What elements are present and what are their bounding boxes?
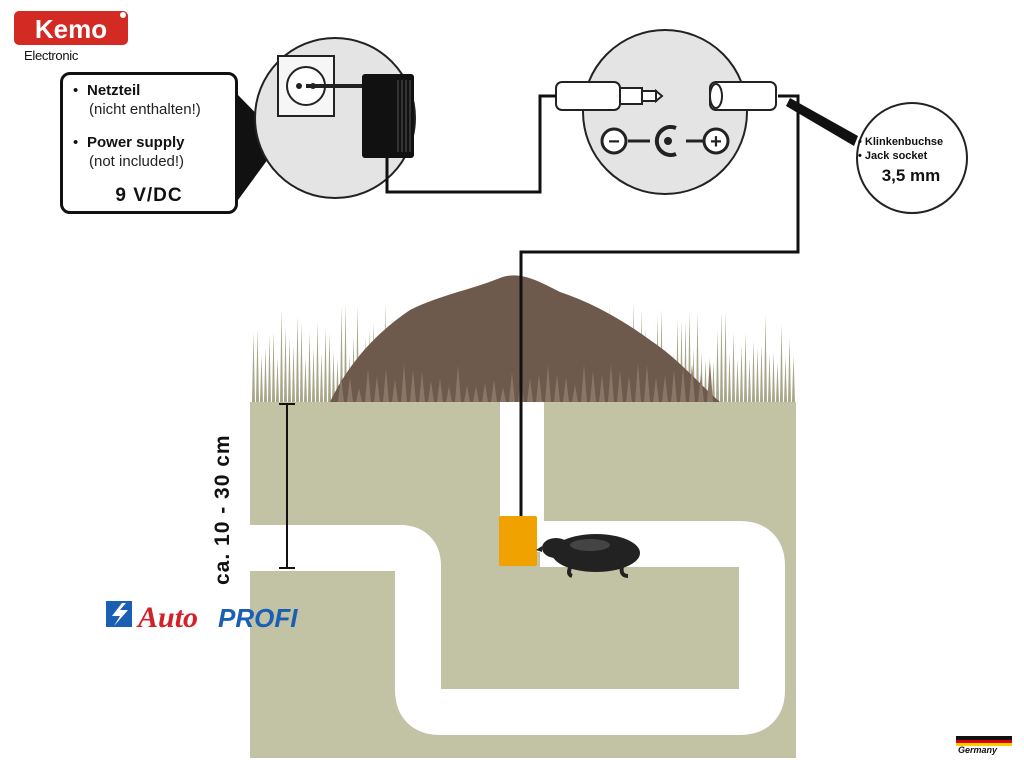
- country-label: Germany: [958, 745, 998, 755]
- germany-flag-icon: [956, 736, 1012, 746]
- mole-repeller-device: [499, 516, 537, 566]
- minus-label: −: [608, 131, 620, 153]
- minus-icon: [600, 127, 628, 155]
- device-cable: [519, 94, 800, 518]
- jack-label-circle: [856, 102, 968, 214]
- power-supply-callout: •Netzteil (nicht enthalten!) •Power supp…: [60, 72, 238, 214]
- lightning-icon: [112, 603, 128, 626]
- jack-pointer: [786, 98, 858, 146]
- depth-label: ca. 10 - 30 cm: [211, 434, 234, 585]
- callout-item-netzteil: •Netzteil (nicht enthalten!): [73, 82, 201, 118]
- mole-tunnel: [250, 521, 785, 735]
- brand-subtitle: Electronic: [24, 48, 79, 63]
- jack-connector-circle: − +: [555, 29, 777, 195]
- polarity-symbol: − +: [600, 125, 730, 157]
- jack-label: • Klinkenbuchse • Jack socket 3,5 mm: [856, 135, 966, 186]
- power-cable: [385, 94, 556, 194]
- kemo-logo: Kemo: [12, 9, 130, 47]
- callout-note-de: (nicht enthalten!): [89, 101, 201, 118]
- center-positive-icon: [654, 125, 677, 157]
- depth-indicator: [279, 403, 295, 569]
- voltage-label: 9 V/DC: [115, 185, 183, 206]
- plus-icon: [702, 127, 730, 155]
- callout-title-en: Power supply: [87, 134, 185, 151]
- molehill: [330, 275, 720, 402]
- watermark-part1: Auto: [136, 601, 198, 634]
- watermark-part2: PROFI: [218, 603, 298, 633]
- jack-plug-icon: [555, 81, 621, 111]
- callout-title-de: Netzteil: [87, 82, 141, 99]
- callout-item-power-supply: •Power supply (not included!): [73, 134, 185, 170]
- power-adapter-icon: [362, 74, 414, 158]
- plus-label: +: [710, 131, 722, 153]
- autoprofi-watermark: Auto PROFI: [106, 601, 298, 634]
- callout-note-en: (not included!): [89, 153, 185, 170]
- mole-icon: [536, 534, 640, 578]
- jack-size: 3,5 mm: [881, 166, 941, 185]
- jack-label-de: • Klinkenbuchse: [858, 136, 944, 148]
- jack-label-en: • Jack socket: [858, 150, 928, 162]
- kemo-logo-text: Kemo: [35, 14, 107, 44]
- power-supply-circle: [254, 37, 416, 199]
